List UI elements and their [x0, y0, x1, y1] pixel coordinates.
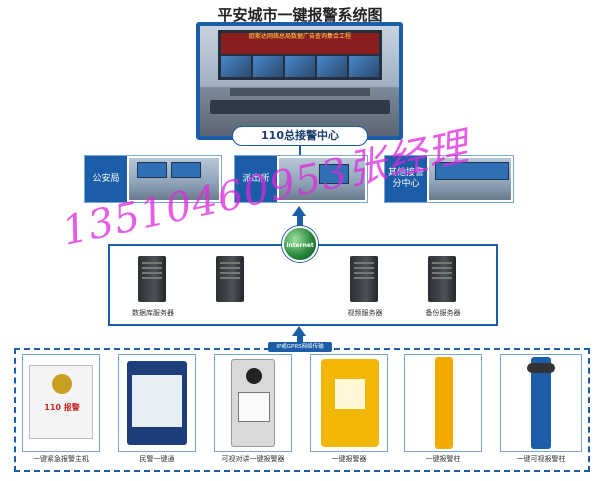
camera-icon [246, 368, 262, 384]
arrow-stem [297, 335, 303, 343]
server-label: 视频服务器 [347, 309, 383, 317]
device-label: 一键可视报警柱 [516, 455, 566, 463]
unit-police-station: 派出所 [234, 155, 368, 203]
device-label: 民警一键通 [139, 455, 175, 463]
server-icon [216, 256, 244, 302]
internet-globe-icon: Internet [282, 226, 318, 262]
diagram-title: 平安城市一键报警系统图 [217, 6, 383, 24]
device-inner-text: 110 报警 [44, 403, 80, 412]
unit-photo [129, 158, 219, 200]
connector-center-units [299, 146, 301, 156]
backup-server-icon [428, 256, 456, 302]
unit-label: 其他接警分中心 [385, 156, 427, 202]
command-center-photo-frame: 欧斯达网络总局数据广告查询集合工程 [196, 22, 403, 140]
console-desk [210, 100, 390, 114]
server-label: 备份服务器 [425, 309, 461, 317]
video-wall: 欧斯达网络总局数据广告查询集合工程 [218, 30, 382, 80]
unit-public-security-bureau: 公安局 [84, 155, 222, 203]
arrow-stem [297, 215, 303, 227]
unit-label: 公安局 [85, 156, 127, 202]
unit-label: 派出所 [235, 156, 277, 202]
device-group [14, 348, 590, 472]
video-server-icon [350, 256, 378, 302]
network-transport-badge: IP或GPRS网络传输 [268, 342, 332, 352]
device-video-intercom-alarm [214, 354, 292, 452]
arrow-up-to-servers [292, 326, 306, 336]
device-emergency-alarm-host: 110 报警 [22, 354, 100, 452]
center-label: 110总接警中心 [232, 126, 368, 146]
device-police-one-touch [118, 354, 196, 452]
database-server-icon [138, 256, 166, 302]
device-label: 一键报警柱 [425, 455, 461, 463]
device-one-touch-alarm [310, 354, 388, 452]
device-label: 一键紧急报警主机 [33, 455, 89, 463]
device-label: 可视对讲一键报警器 [221, 455, 285, 463]
server-group: 数据库服务器 视频服务器 备份服务器 [108, 244, 498, 326]
command-center-photo: 欧斯达网络总局数据广告查询集合工程 [200, 26, 399, 136]
police-emblem-icon [52, 374, 72, 394]
video-wall-banner: 欧斯达网络总局数据广告查询集合工程 [221, 33, 379, 54]
device-alarm-pillar [404, 354, 482, 452]
arrow-up-to-units [292, 206, 306, 216]
unit-photo [429, 158, 511, 200]
server-label: 数据库服务器 [132, 309, 174, 317]
unit-other-branch-center: 其他接警分中心 [384, 155, 514, 203]
dome-camera-icon [527, 363, 555, 373]
console-desk-back [230, 88, 370, 96]
unit-photo [279, 158, 365, 200]
device-label: 一键报警器 [331, 455, 367, 463]
device-video-alarm-pillar [500, 354, 582, 452]
